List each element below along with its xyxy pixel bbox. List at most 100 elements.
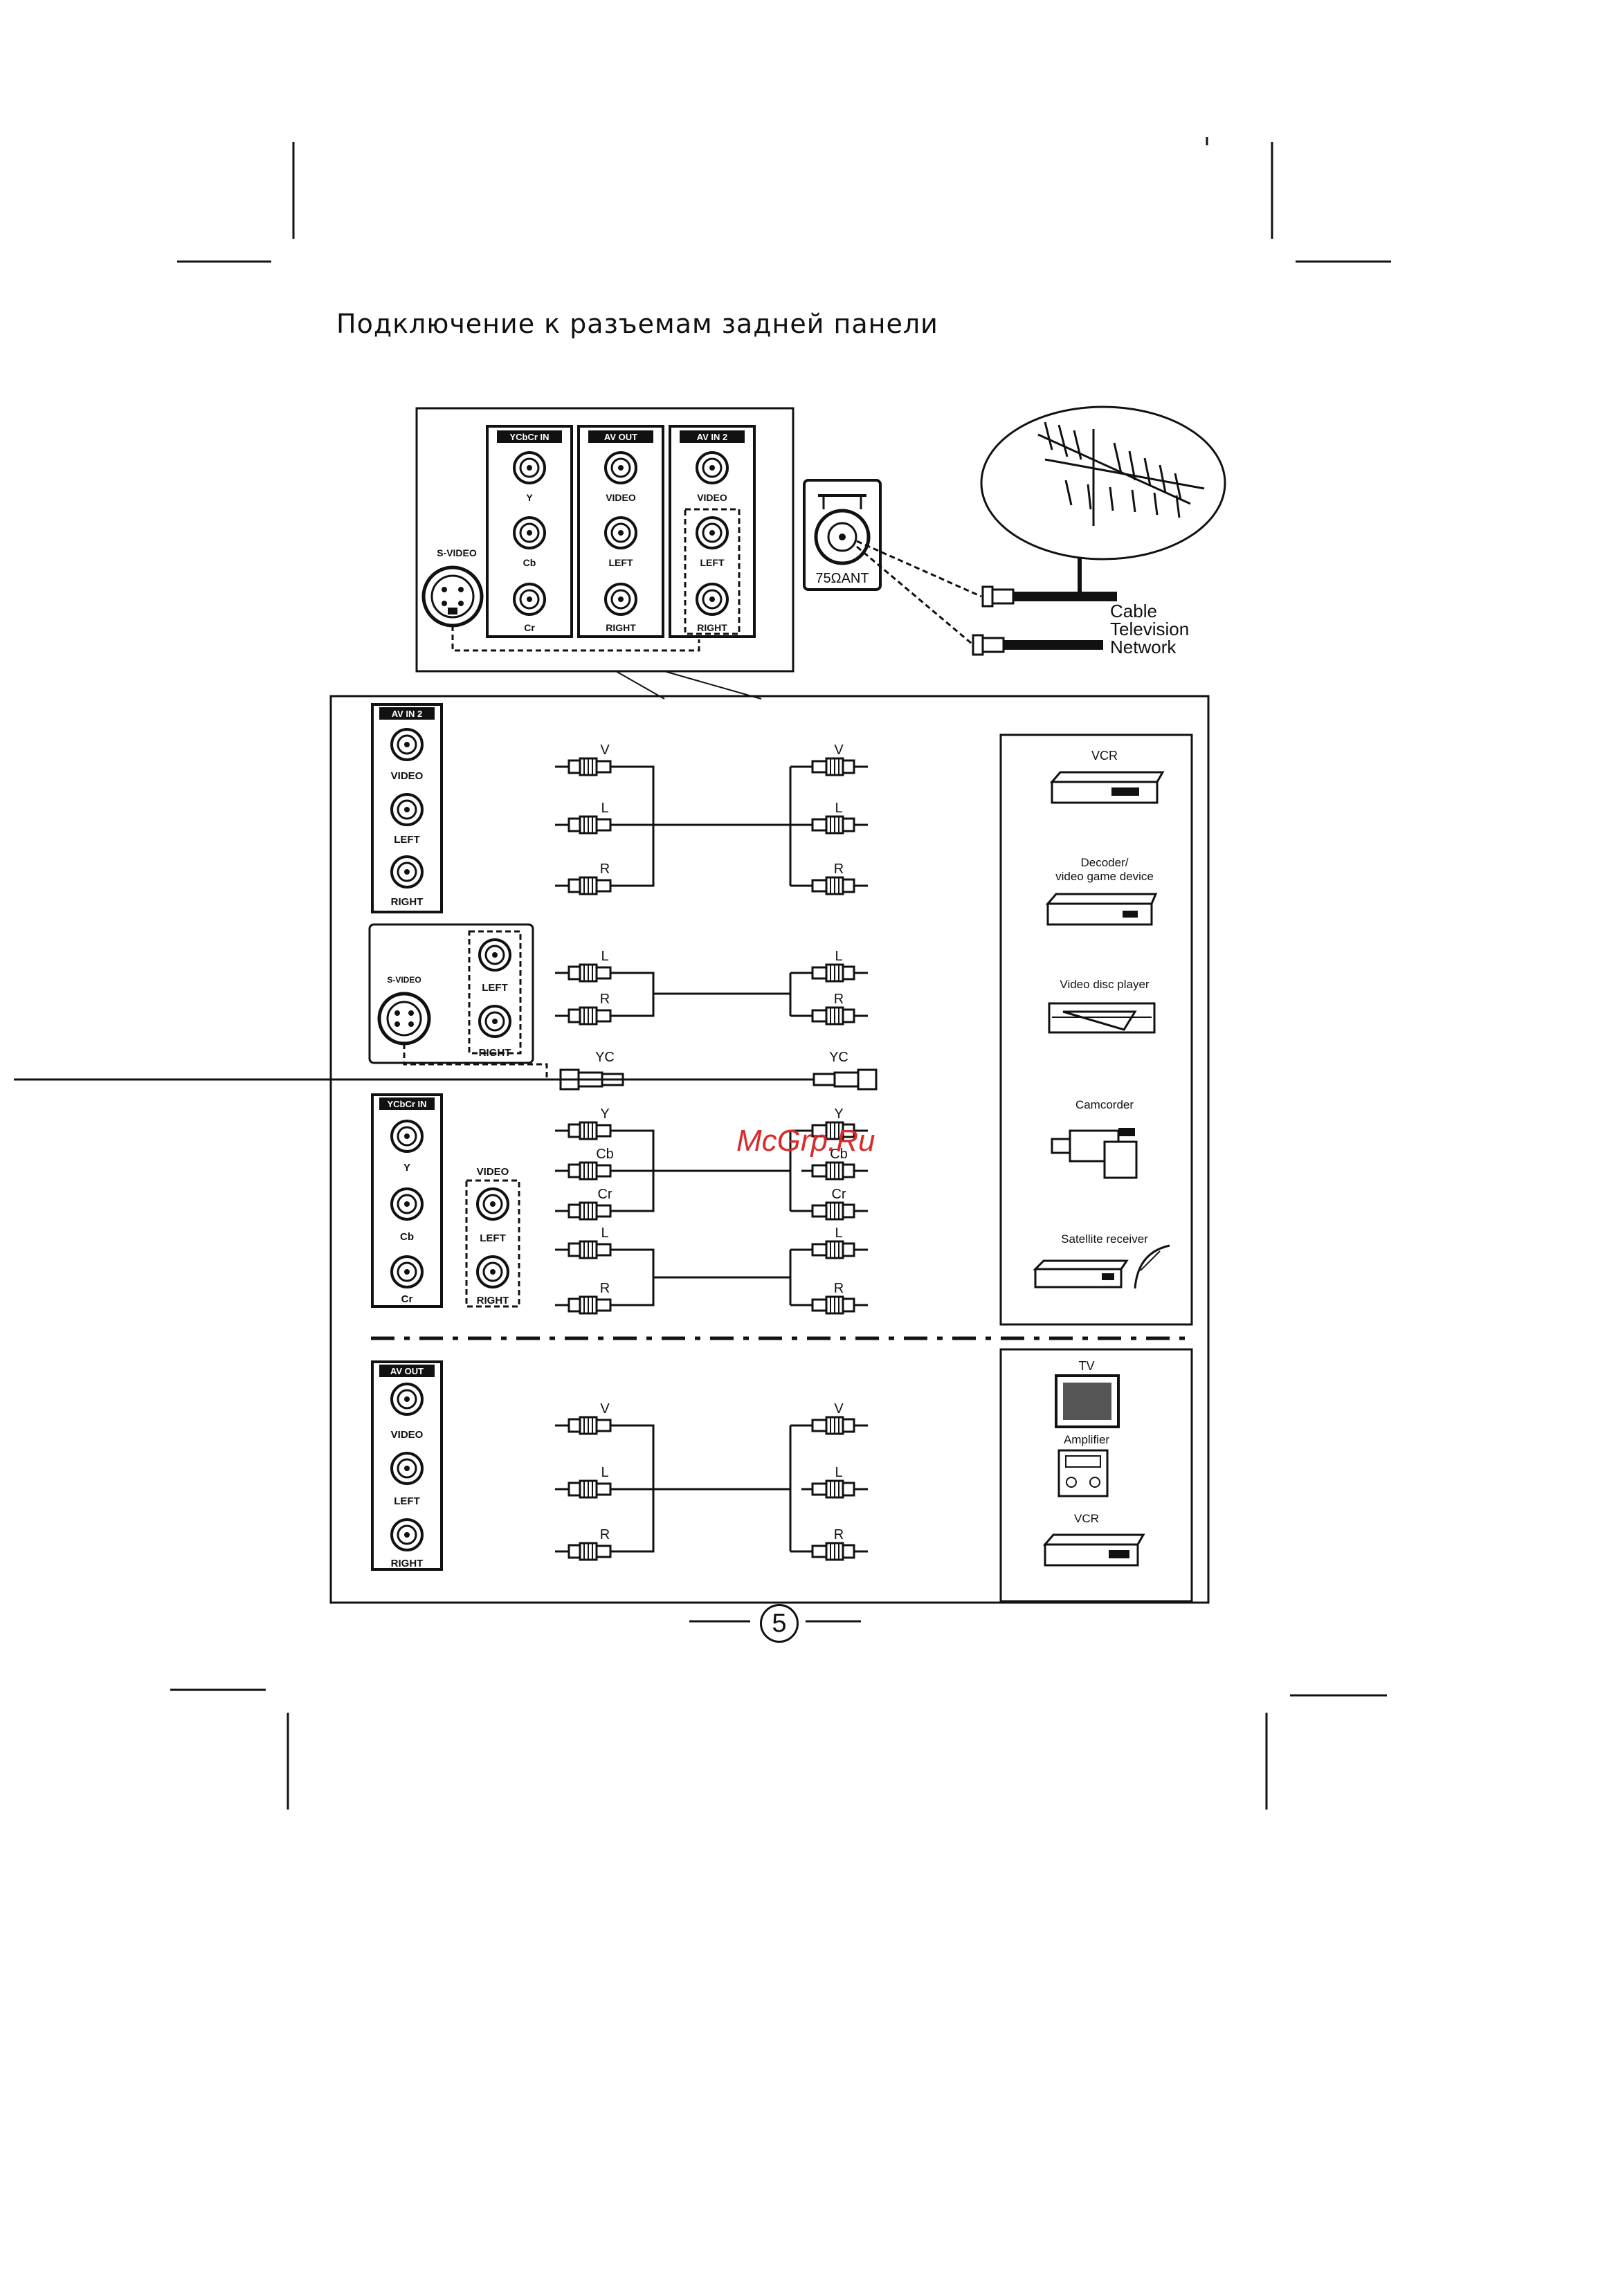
svg-text:L: L [601, 801, 608, 816]
svg-text:R: R [600, 862, 610, 877]
rear-av-in-group: AV IN 2 VIDEO LEFT RIGHT [669, 425, 756, 638]
svg-text:Cr: Cr [524, 622, 535, 633]
crop-marks [170, 137, 1391, 1810]
svg-text:R: R [600, 992, 610, 1007]
svg-text:LEFT: LEFT [700, 557, 725, 568]
svg-text:AV OUT: AV OUT [390, 1366, 424, 1376]
device-game-label: video game device [1055, 870, 1154, 883]
output-devices-box: TV Amplifier VCR [999, 1348, 1193, 1603]
svg-text:R: R [600, 1281, 610, 1296]
row-ycbcr: YCbCr IN Y Cb Cr VIDEO LEFT RIGHT Y Cb C… [371, 1093, 868, 1315]
svg-text:L: L [835, 801, 842, 816]
s-video-label: S-VIDEO [437, 547, 477, 558]
svg-text:RIGHT: RIGHT [606, 622, 636, 633]
camcorder-icon [1051, 1128, 1138, 1179]
svg-text:V: V [834, 1401, 844, 1416]
svg-text:R: R [834, 862, 844, 877]
svg-text:L: L [601, 949, 608, 964]
device-tv-label: TV [1078, 1359, 1094, 1373]
svg-text:LEFT: LEFT [394, 1495, 420, 1507]
svg-text:V: V [600, 742, 610, 758]
svg-text:Cb: Cb [830, 1147, 848, 1162]
svg-text:R: R [834, 1527, 844, 1542]
svg-text:LEFT: LEFT [609, 557, 633, 568]
svg-text:Cr: Cr [831, 1187, 846, 1202]
svg-text:Cr: Cr [597, 1187, 612, 1202]
svg-text:L: L [835, 949, 842, 964]
row-av-in2: AV IN 2 VIDEO LEFT RIGHT V L R V L R [371, 703, 868, 913]
svg-text:Cr: Cr [401, 1293, 413, 1305]
page-number: 5 [760, 1604, 799, 1643]
output-vcr-icon [1042, 1533, 1145, 1567]
svg-text:V: V [600, 1401, 610, 1416]
svg-text:Y: Y [600, 1106, 609, 1122]
svg-text:YC: YC [595, 1050, 615, 1065]
svg-text:YCbCr IN: YCbCr IN [509, 432, 549, 442]
svg-text:L: L [835, 1465, 842, 1480]
cable-network-label-2: Television [1110, 619, 1189, 639]
svg-text:V: V [834, 742, 844, 758]
svg-text:YCbCr IN: YCbCr IN [387, 1099, 426, 1109]
row-av-out: AV OUT VIDEO LEFT RIGHT V L R V L R [371, 1360, 868, 1571]
svg-text:L: L [601, 1465, 608, 1480]
svg-text:R: R [600, 1527, 610, 1542]
s-video-jack [421, 565, 484, 628]
svg-text:LEFT: LEFT [482, 982, 508, 994]
svg-text:YC: YC [829, 1050, 848, 1065]
amplifier-icon [1057, 1449, 1109, 1497]
svg-text:Cb: Cb [400, 1231, 414, 1243]
svg-text:R: R [834, 1281, 844, 1296]
svg-text:AV OUT: AV OUT [604, 432, 637, 442]
svg-text:RIGHT: RIGHT [391, 1558, 424, 1569]
device-camcorder-label: Camcorder [1075, 1098, 1134, 1111]
device-amplifier-label: Amplifier [1064, 1433, 1109, 1446]
disc-player-icon [1048, 1002, 1156, 1034]
source-devices-box: VCR Decoder/ video game device Video dis… [999, 734, 1193, 1326]
antenna-label: 75ΩANT [815, 571, 869, 586]
rear-av-out-group: AV OUT VIDEO LEFT RIGHT [577, 425, 664, 638]
svg-text:AV IN 2: AV IN 2 [392, 709, 423, 719]
device-satellite-label: Satellite receiver [1061, 1232, 1148, 1246]
watermark: McGrp.Ru [736, 1124, 875, 1158]
svg-text:RIGHT: RIGHT [479, 1047, 511, 1059]
rear-ycbcr-group: YCbCr IN Y Cb Cr [486, 425, 573, 638]
page-title: Подключение к разъемам задней панели [336, 309, 938, 339]
svg-text:VIDEO: VIDEO [477, 1166, 509, 1178]
device-vcr-label: VCR [1091, 749, 1118, 763]
device-decoder-label: Decoder/ [1081, 856, 1129, 869]
vcr-icon [1049, 771, 1165, 804]
svg-text:LEFT: LEFT [394, 834, 420, 846]
svg-text:LEFT: LEFT [480, 1232, 506, 1244]
svg-text:Cb: Cb [523, 557, 536, 568]
svg-text:VIDEO: VIDEO [391, 1429, 424, 1441]
svg-text:Cb: Cb [596, 1147, 614, 1162]
antenna-icon [1037, 421, 1205, 526]
svg-text:RIGHT: RIGHT [697, 622, 727, 633]
svg-text:VIDEO: VIDEO [391, 770, 424, 782]
svg-text:RIGHT: RIGHT [391, 896, 424, 908]
svg-text:Y: Y [526, 492, 533, 503]
main-frame [329, 695, 1210, 1604]
svg-text:L: L [601, 1226, 608, 1241]
satellite-receiver-icon [1033, 1244, 1170, 1289]
device-out-vcr-label: VCR [1074, 1512, 1099, 1525]
svg-text:RIGHT: RIGHT [477, 1295, 509, 1306]
svg-text:Y: Y [834, 1106, 843, 1122]
tv-icon [1055, 1374, 1120, 1428]
rear-panel-inset: S-VIDEO YCbCr IN Y Cb Cr [415, 407, 795, 700]
svg-text:VIDEO: VIDEO [606, 492, 636, 503]
svg-text:VIDEO: VIDEO [697, 492, 727, 503]
cable-network-label-3: Network [1110, 637, 1177, 657]
antenna-section: 75ΩANT [803, 406, 1226, 657]
svg-text:L: L [835, 1226, 842, 1241]
svg-text:R: R [834, 992, 844, 1007]
row-svideo: S-VIDEO LEFT RIGHT L R YC L R YC [14, 923, 878, 1091]
device-disc-label: Video disc player [1060, 978, 1149, 991]
svg-text:AV IN 2: AV IN 2 [697, 432, 728, 442]
cable-network-label-1: Cable [1110, 601, 1157, 621]
decoder-icon [1045, 893, 1158, 926]
svg-text:S-VIDEO: S-VIDEO [387, 975, 421, 985]
svg-text:Y: Y [403, 1162, 410, 1174]
